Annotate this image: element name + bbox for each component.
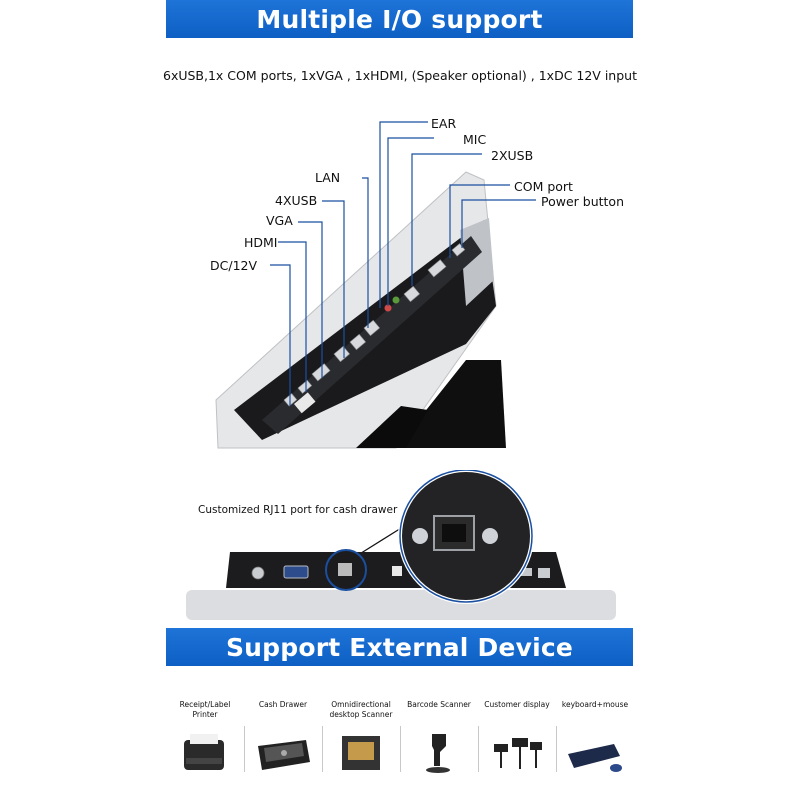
- header-banner: Multiple I/O support: [166, 0, 633, 38]
- device-label: Cash Drawer: [258, 700, 308, 709]
- divider: [556, 726, 557, 772]
- terminal-illustration: [215, 121, 536, 449]
- label-vga: VGA: [266, 213, 293, 228]
- label-com-port: COM port: [514, 179, 573, 194]
- device-desktop-scanner: Omnidirectional desktop Scanner: [322, 700, 400, 770]
- desktop-scanner-icon: [342, 736, 380, 770]
- label-lan: LAN: [315, 170, 341, 185]
- cash-drawer-icon: [258, 740, 310, 770]
- divider: [322, 726, 323, 772]
- label-4xusb: 4XUSB: [275, 193, 318, 208]
- label-power-button: Power button: [541, 194, 624, 209]
- device-barcode-scanner: Barcode Scanner: [400, 700, 478, 773]
- device-label: keyboard+mouse: [561, 700, 629, 709]
- divider: [400, 726, 401, 772]
- device-customer-display: Customer display: [478, 700, 556, 769]
- label-ear: EAR: [431, 116, 457, 131]
- label-dc12v: DC/12V: [210, 258, 258, 273]
- device-keyboard-mouse: keyboard+mouse: [556, 700, 634, 772]
- label-mic: MIC: [463, 132, 487, 147]
- device-label: Barcode Scanner: [407, 700, 471, 709]
- device-label: Customer display: [484, 700, 550, 709]
- section-banner: Support External Device: [166, 628, 633, 666]
- device-cash-drawer: Cash Drawer: [244, 700, 322, 770]
- divider: [244, 726, 245, 772]
- divider: [478, 726, 479, 772]
- device-label: Omnidirectional desktop Scanner: [329, 700, 393, 719]
- device-printer: Receipt/Label Printer: [166, 700, 244, 770]
- rj11-caption: Customized RJ11 port for cash drawer: [198, 504, 398, 516]
- device-list: Receipt/Label Printer Cash Drawer Omnidi…: [166, 700, 633, 800]
- section-title: Support External Device: [225, 632, 574, 662]
- page-title: Multiple I/O support: [256, 4, 543, 34]
- rj11-closeup-illustration: [186, 470, 616, 620]
- label-2xusb: 2XUSB: [491, 148, 534, 163]
- terminal-rear-photo: [166, 110, 633, 450]
- printer-icon: [184, 734, 224, 770]
- label-hdmi: HDMI: [244, 235, 278, 250]
- customer-display-icon: [494, 738, 542, 769]
- io-summary: 6xUSB,1x COM ports, 1xVGA , 1xHDMI, (Spe…: [163, 68, 637, 83]
- barcode-scanner-icon: [426, 734, 450, 773]
- device-label: Receipt/Label Printer: [179, 700, 231, 719]
- keyboard-mouse-icon: [568, 744, 622, 772]
